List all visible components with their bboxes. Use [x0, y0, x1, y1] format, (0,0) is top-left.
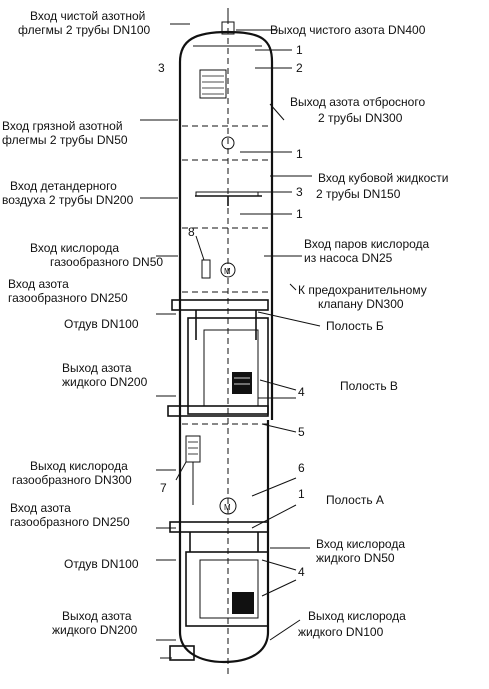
pure-reflux-in-label-2: флегмы 2 трубы DN100	[18, 23, 151, 37]
gas-oxygen-out-label-2: газообразного DN300	[12, 473, 132, 487]
upper-condenser	[167, 299, 270, 425]
liquid-nitrogen-out-lower-label-1: Выход азота	[62, 609, 132, 623]
waste-nitrogen-out-label-2: 2 трубы DN300	[318, 111, 403, 125]
callout-1d: 1	[298, 487, 305, 501]
callout-6: 6	[298, 461, 305, 475]
cavity-v-label: Полость В	[340, 379, 398, 393]
dirty-reflux-in-label-1: Вход грязной азотной	[2, 119, 123, 133]
safety-valve-label-1: К предохранительному	[298, 283, 427, 297]
callout-1a: 1	[296, 43, 303, 57]
gas-oxygen-in-label-2: газообразного DN50	[50, 255, 163, 269]
middle-section: M	[185, 435, 237, 515]
purge-lower-label: Отдув DN100	[64, 557, 139, 571]
callout-3-right: 3	[296, 185, 303, 199]
bottoms-liquid-in-label-2: 2 трубы DN150	[316, 187, 401, 201]
liquid-nitrogen-out-upper-label-1: Выход азота	[62, 361, 132, 375]
liquid-oxygen-in-label-2: жидкого DN50	[316, 551, 395, 565]
expander-air-in-label-1: Вход детандерного	[10, 179, 117, 193]
liquid-oxygen-out-label-1: Выход кислорода	[308, 609, 406, 623]
oxygen-vapor-in-label-2: из насоса DN25	[304, 251, 393, 265]
callout-5: 5	[298, 425, 305, 439]
pure-reflux-in-label-1: Вход чистой азотной	[30, 9, 145, 23]
gas-nitrogen-in-lower-label-2: газообразного DN250	[10, 515, 130, 529]
callout-2: 2	[296, 61, 303, 75]
lower-condenser	[160, 521, 269, 661]
upper-internals: M	[182, 69, 270, 293]
gas-oxygen-out-label-1: Выход кислорода	[30, 459, 128, 473]
gas-nitrogen-in-upper-label-2: газообразного DN250	[8, 291, 128, 305]
callout-3-left: 3	[158, 61, 165, 75]
callout-4-upper: 4	[298, 385, 305, 399]
gas-nitrogen-in-lower-label-1: Вход азота	[10, 501, 71, 515]
leader-lines	[140, 23, 321, 641]
pure-nitrogen-out-label: Выход чистого азота DN400	[270, 23, 426, 37]
svg-text:M: M	[224, 267, 231, 276]
safety-valve-label-2: клапану DN300	[318, 297, 404, 311]
svg-text:M: M	[224, 503, 231, 512]
waste-nitrogen-out-label-1: Выход азота отбросного	[290, 95, 425, 109]
gas-oxygen-in-label-1: Вход кислорода	[30, 241, 119, 255]
purge-upper-label: Отдув DN100	[64, 317, 139, 331]
callout-7: 7	[160, 481, 167, 495]
liquid-nitrogen-out-upper-label-2: жидкого DN200	[62, 375, 148, 389]
cavity-b-label: Полость Б	[326, 319, 384, 333]
liquid-oxygen-in-label-1: Вход кислорода	[316, 537, 405, 551]
labels: Вход чистой азотной флегмы 2 трубы DN100…	[2, 9, 449, 639]
cavity-a-label: Полость А	[326, 493, 384, 507]
callout-1c: 1	[296, 207, 303, 221]
liquid-nitrogen-out-lower-label-2: жидкого DN200	[52, 623, 138, 637]
expander-air-in-label-2: воздуха 2 трубы DN200	[2, 193, 134, 207]
bottoms-liquid-in-label-1: Вход кубовой жидкости	[318, 171, 449, 185]
callout-4-lower: 4	[298, 565, 305, 579]
gas-nitrogen-in-upper-label-1: Вход азота	[8, 277, 69, 291]
callout-1b: 1	[296, 147, 303, 161]
dirty-reflux-in-label-2: флегмы 2 трубы DN50	[2, 133, 128, 147]
oxygen-vapor-in-label-1: Вход паров кислорода	[304, 237, 430, 251]
callout-8: 8	[188, 225, 195, 239]
liquid-oxygen-out-label-2: жидкого DN100	[298, 625, 384, 639]
